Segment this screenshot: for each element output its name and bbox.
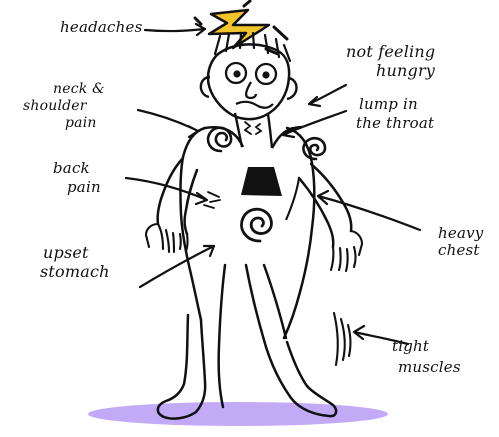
not-hungry-arrow: [309, 85, 346, 106]
label-back-pain-line1: back: [53, 161, 90, 176]
label-heavy-chest-line1: heavy: [438, 226, 483, 241]
heavy-chest-arrow: [318, 191, 420, 230]
nose: [246, 82, 256, 98]
right-hand: [331, 231, 362, 271]
left-shoulder-spiral-icon: [208, 128, 231, 151]
label-lump-throat-line2: the throat: [356, 116, 434, 131]
mouth: [236, 102, 273, 108]
right-arm: [299, 164, 351, 247]
right-leg: [246, 265, 336, 416]
label-tight-muscles-line1: tight: [392, 339, 429, 354]
right-shoulder: [272, 127, 302, 148]
head: [208, 44, 289, 119]
label-upset-stomach-line2: stomach: [40, 264, 110, 280]
left-leg: [158, 265, 225, 419]
right-underarm: [286, 178, 299, 220]
neck-shoulder-arrow: [138, 110, 198, 137]
label-neck-shoulder-line3: pain: [65, 116, 97, 130]
label-heavy-chest-line2: chest: [438, 243, 480, 258]
right-pupil: [262, 71, 269, 78]
stomach-spiral-icon: [242, 209, 272, 241]
upset-stomach-arrow: [140, 246, 214, 287]
lightning-stroke-top: [244, 1, 250, 6]
label-not-feeling-hungry-line2: hungry: [376, 63, 435, 79]
ground-shadow: [88, 402, 388, 426]
left-pupil: [233, 70, 240, 77]
label-tight-muscles-line2: muscles: [398, 360, 461, 375]
headaches-arrow: [145, 24, 205, 35]
label-back-pain-line2: pain: [67, 180, 101, 195]
label-not-feeling-hungry-line1: not feeling: [346, 44, 435, 60]
muscle-tension-marks: [334, 313, 350, 365]
label-lump-throat-line1: lump in: [359, 97, 418, 112]
left-arm: [158, 158, 197, 234]
lump-throat-arrow: [283, 111, 346, 137]
throat-tension-marks: [245, 122, 261, 134]
right-shoulder-spiral-icon: [303, 138, 325, 159]
label-upset-stomach-line1: upset: [43, 245, 89, 261]
label-neck-shoulder-line1: neck &: [53, 82, 105, 96]
label-neck-shoulder-line2: shoulder: [23, 99, 87, 113]
torso-outline: [180, 128, 314, 338]
left-underarm: [187, 170, 197, 205]
neck-right: [268, 114, 272, 148]
heavy-chest-mark: [241, 167, 282, 196]
hair-strands: [215, 33, 290, 61]
label-headaches: headaches: [60, 20, 142, 35]
